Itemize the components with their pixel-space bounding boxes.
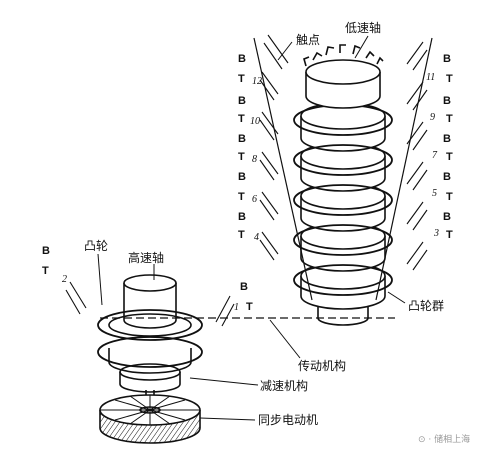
sync-motor-gear	[99, 394, 201, 444]
tower-left-guide	[253, 37, 313, 301]
cam-group-label: 凸轮群	[408, 299, 444, 313]
right-tower-left-numbers: 12 10 8 6 4	[250, 76, 262, 243]
sync-motor-label: 同步电动机	[258, 413, 318, 427]
svg-text:12: 12	[252, 76, 262, 87]
svg-text:5: 5	[432, 188, 437, 199]
right-tower-left-bt: B T B T B T B T B T	[238, 53, 246, 241]
transmission-label: 传动机构	[298, 358, 346, 373]
svg-text:7: 7	[432, 150, 438, 161]
left-cam-contact-2: B T 2	[42, 245, 67, 285]
top-toothed-cam	[303, 44, 384, 109]
svg-text:T: T	[42, 265, 49, 277]
svg-text:B: B	[42, 245, 50, 257]
svg-text:6: 6	[252, 194, 257, 205]
svg-text:3: 3	[433, 228, 439, 239]
svg-text:11: 11	[426, 72, 435, 83]
svg-text:T: T	[238, 191, 245, 203]
svg-text:B: B	[238, 211, 246, 223]
left-contact-springs	[65, 281, 235, 327]
right-tower-right-numbers: 11 9 7 5 3	[426, 72, 439, 239]
svg-text:8: 8	[252, 154, 257, 165]
watermark-text: ⊙ · 储相上海	[418, 433, 470, 445]
left-cam-contact-1: B 1 T	[234, 281, 253, 313]
high-speed-shaft	[123, 283, 177, 329]
svg-text:B: B	[238, 133, 246, 145]
svg-text:T: T	[238, 229, 245, 241]
svg-text:B: B	[238, 53, 246, 65]
tower-right-guide	[375, 37, 433, 301]
svg-text:9: 9	[430, 112, 435, 123]
high-speed-shaft-label: 高速轴	[128, 250, 164, 265]
cam-label: 凸轮	[84, 239, 108, 253]
svg-text:4: 4	[254, 232, 259, 243]
svg-text:B: B	[443, 171, 451, 183]
svg-text:T: T	[446, 191, 453, 203]
svg-text:B: B	[443, 53, 451, 65]
left-cam-stack	[97, 274, 203, 444]
contact-label: 触点	[296, 33, 320, 47]
svg-text:T: T	[238, 113, 245, 125]
cam-rims	[293, 104, 393, 296]
reduction-label: 减速机构	[260, 378, 308, 393]
low-speed-shaft-label: 低速轴	[345, 20, 381, 35]
svg-text:1: 1	[234, 302, 239, 313]
left-cam-1	[97, 309, 203, 341]
svg-text:B: B	[443, 133, 451, 145]
right-tower-right-bt: B T B T B T B T B T	[443, 53, 453, 241]
leader-lines	[97, 35, 406, 421]
reduction-mechanism	[119, 363, 181, 393]
svg-text:T: T	[446, 113, 453, 125]
svg-text:10: 10	[250, 116, 260, 127]
svg-text:T: T	[238, 151, 245, 163]
svg-text:B: B	[238, 171, 246, 183]
svg-text:2: 2	[62, 274, 67, 285]
cam-disk-2	[300, 102, 386, 152]
svg-text:B: B	[443, 211, 451, 223]
svg-text:B: B	[443, 95, 451, 107]
right-contact-springs	[259, 34, 428, 271]
right-cam-tower	[253, 37, 433, 326]
left-cam-2	[97, 336, 203, 374]
svg-text:B: B	[238, 95, 246, 107]
svg-text:T: T	[238, 73, 245, 85]
svg-text:T: T	[446, 151, 453, 163]
svg-text:B: B	[240, 281, 248, 293]
svg-text:T: T	[446, 229, 453, 241]
svg-text:T: T	[446, 73, 453, 85]
svg-text:T: T	[246, 301, 253, 313]
